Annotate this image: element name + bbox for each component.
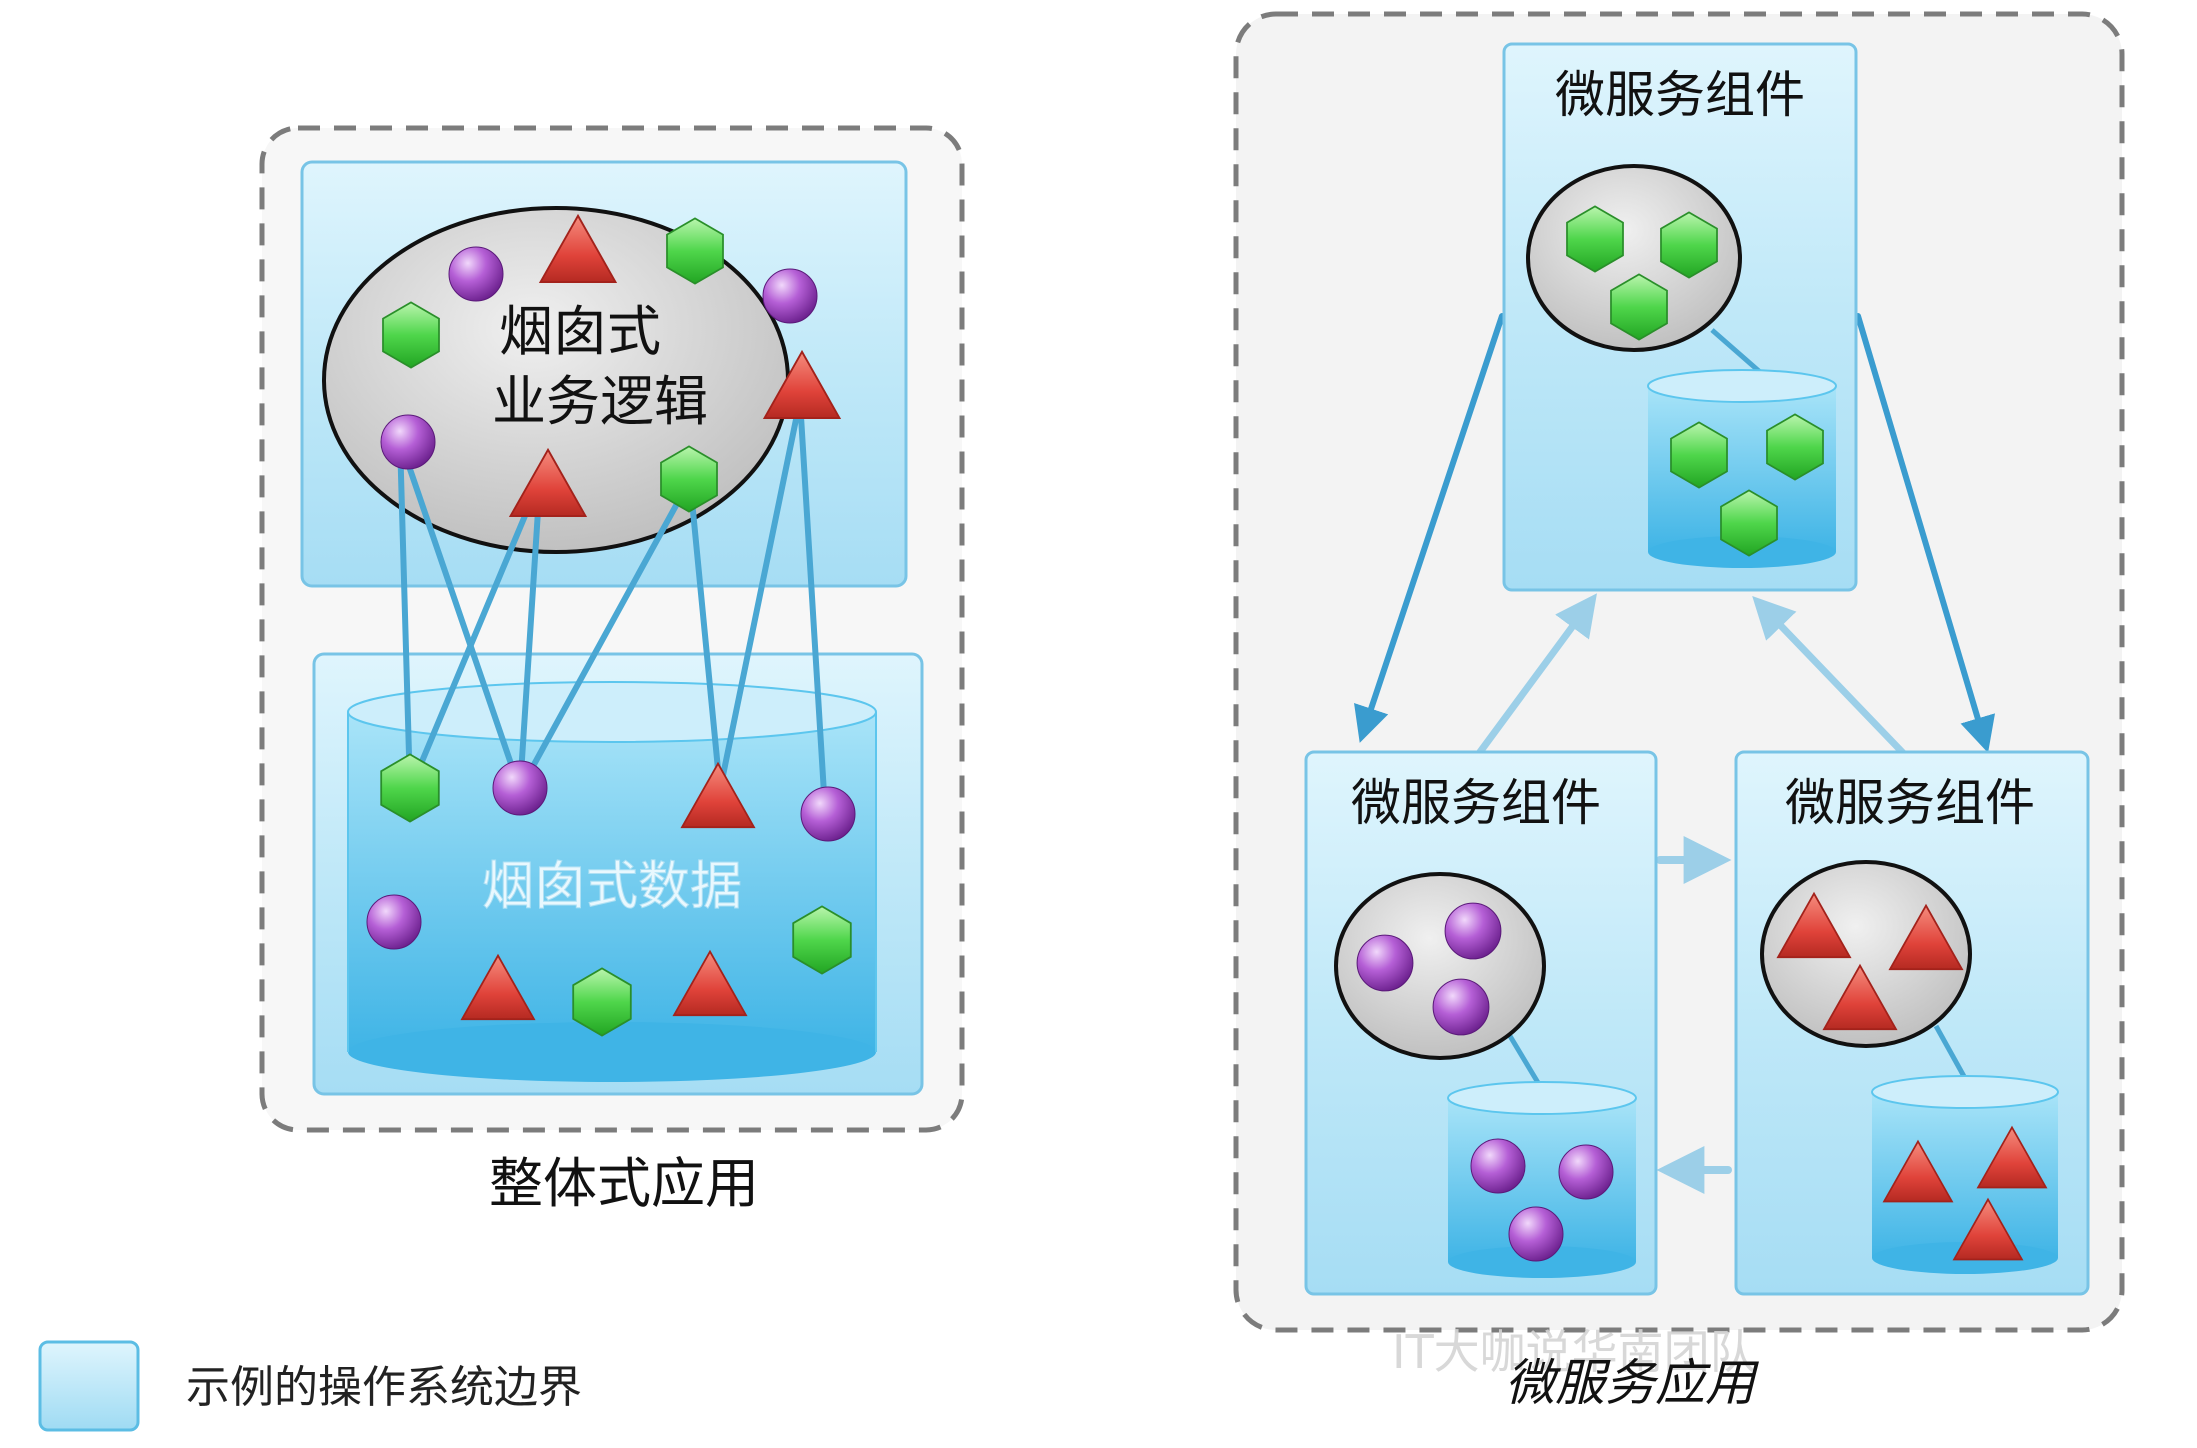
logic-label-line2: 业务逻辑 — [492, 370, 708, 433]
sphere-shape — [1508, 1206, 1564, 1262]
arrow-left-to-top — [1476, 593, 1597, 756]
arrow-top-to-left — [1354, 313, 1505, 743]
arrow-top-to-right — [1855, 313, 1996, 753]
microservice-component-left: 微服务组件 — [1304, 750, 1658, 1296]
component-logic-ellipse — [1526, 164, 1742, 352]
legend: 示例的操作系统边界 — [38, 1340, 582, 1432]
sphere-shape — [1444, 902, 1502, 960]
component-title: 微服务组件 — [1555, 66, 1805, 124]
microservices-application: 微服务组件 微服务组件 — [1233, 11, 2125, 1412]
monolith-connectors — [397, 397, 828, 813]
microservices-caption: 微服务应用 — [1505, 1354, 1759, 1412]
sphere-shape — [492, 760, 548, 816]
sphere-shape — [1558, 1144, 1614, 1200]
watermark: IT大咖说华南团队 — [1392, 1325, 1756, 1379]
data-label: 烟囱式数据 — [482, 857, 742, 917]
sphere-shape — [366, 894, 422, 950]
monolith-caption: 整体式应用 — [489, 1152, 759, 1215]
microservice-component-right: 微服务组件 — [1734, 750, 2090, 1296]
sphere-shape — [1356, 934, 1414, 992]
sphere-shape — [448, 246, 504, 302]
sphere-shape — [800, 786, 856, 842]
logic-label-line1: 烟囱式 — [499, 300, 661, 363]
sphere-shape — [1470, 1138, 1526, 1194]
arrow-right-to-top — [1752, 595, 1910, 760]
legend-swatch — [38, 1340, 140, 1432]
sphere-shape — [1432, 978, 1490, 1036]
component-title: 微服务组件 — [1351, 774, 1601, 832]
microservice-component-top: 微服务组件 — [1502, 42, 1858, 592]
component-title: 微服务组件 — [1785, 774, 2035, 832]
sphere-shape — [762, 268, 818, 324]
service-arrows — [1354, 313, 1996, 1194]
legend-label: 示例的操作系统边界 — [186, 1362, 582, 1413]
sphere-shape — [380, 414, 436, 470]
monolith-application: 烟囱式 业务逻辑 烟囱式数据 整体式应用 — [259, 125, 965, 1215]
